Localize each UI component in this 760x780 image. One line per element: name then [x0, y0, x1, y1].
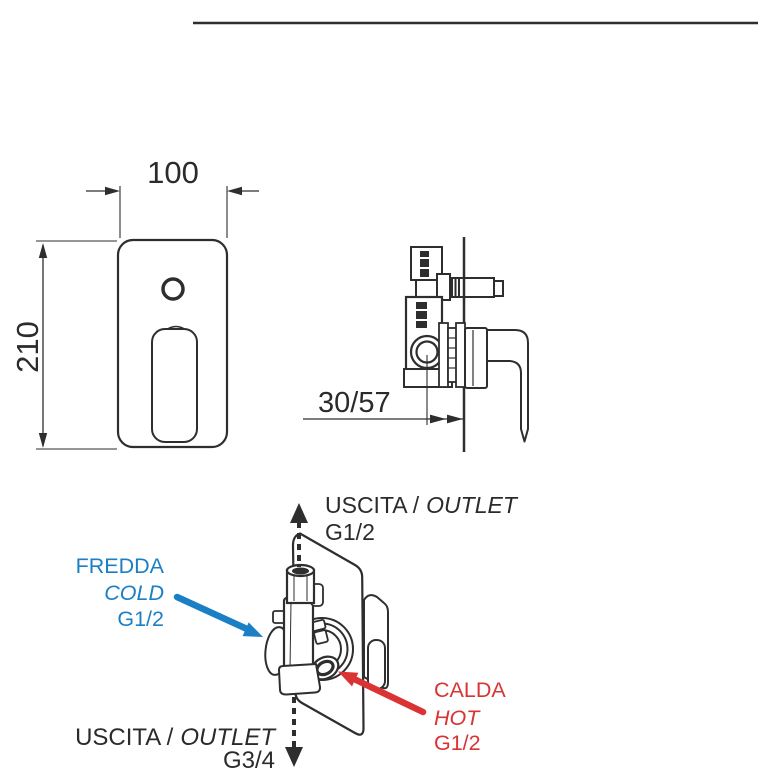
cold-thread: G1/2	[117, 607, 164, 631]
outlet-top-thread: G1/2	[325, 519, 375, 545]
arrowhead	[38, 433, 48, 448]
hot-label: CALDA HOT G1/2	[434, 678, 506, 755]
outlet-up-arrow	[290, 503, 308, 567]
thread-marks	[451, 279, 460, 296]
front-view: 100 210	[10, 155, 259, 450]
side-view: 30/57	[303, 237, 529, 452]
valve-body-front	[282, 596, 315, 674]
arrowhead	[105, 186, 120, 196]
arrow-shaft	[348, 674, 427, 716]
arrowhead	[38, 243, 48, 258]
arrowhead	[447, 414, 463, 424]
outlet-bottom-thread: G3/4	[223, 747, 275, 774]
outlet-bottom-line1: USCITA /OUTLET	[75, 724, 277, 751]
mounting-flange	[438, 322, 449, 388]
diverter-button	[161, 277, 185, 301]
arrow-shaft	[173, 593, 251, 633]
horizontal-pipe	[449, 277, 495, 298]
arrowhead	[338, 671, 359, 687]
arrowhead	[242, 622, 263, 637]
cold-arrow	[173, 593, 263, 637]
front-height-label: 210	[10, 321, 45, 373]
hot-name-it: CALDA	[434, 678, 506, 702]
arrowhead	[290, 503, 308, 523]
cold-label: FREDDA COLD G1/2	[76, 554, 165, 631]
hot-thread: G1/2	[434, 731, 481, 755]
outlet-bottom-label: USCITA /OUTLET G3/4	[75, 724, 277, 774]
hot-name-en: HOT	[434, 706, 481, 730]
cold-name-it: FREDDA	[76, 554, 165, 578]
handle-lever-perspective	[367, 639, 386, 690]
escutcheon	[464, 327, 488, 389]
cylinder-opening	[292, 567, 309, 575]
arrowhead	[285, 747, 303, 767]
arrowhead	[227, 186, 242, 196]
hot-arrow	[338, 671, 427, 716]
front-width-label: 100	[147, 155, 199, 190]
handle-lever-side	[486, 329, 529, 443]
body-thread-slot	[416, 302, 427, 328]
depth-dimension: 30/57	[303, 355, 463, 425]
width-dimension: 100	[86, 155, 259, 238]
pipe-end-cap	[493, 280, 504, 297]
depth-range-label: 30/57	[318, 387, 391, 419]
lever-slot	[151, 328, 198, 443]
installation-view: USCITA /OUTLET G1/2 FREDDA COLD G1/2 CAL…	[75, 492, 519, 774]
cold-name-en: COLD	[104, 581, 164, 605]
wall-flange	[455, 322, 466, 388]
outlet-down-arrow	[285, 697, 303, 767]
pipe-thread-slot	[420, 251, 429, 277]
outlet-top-label: USCITA /OUTLET G1/2	[325, 492, 519, 545]
diverter-clip	[313, 629, 329, 645]
outlet-top-line1: USCITA /OUTLET	[325, 492, 519, 518]
bottom-foot	[278, 663, 322, 696]
pipe-neck	[415, 279, 438, 299]
arrowhead	[430, 414, 446, 424]
body-edge-line	[289, 600, 292, 671]
height-dimension: 210	[10, 240, 117, 450]
